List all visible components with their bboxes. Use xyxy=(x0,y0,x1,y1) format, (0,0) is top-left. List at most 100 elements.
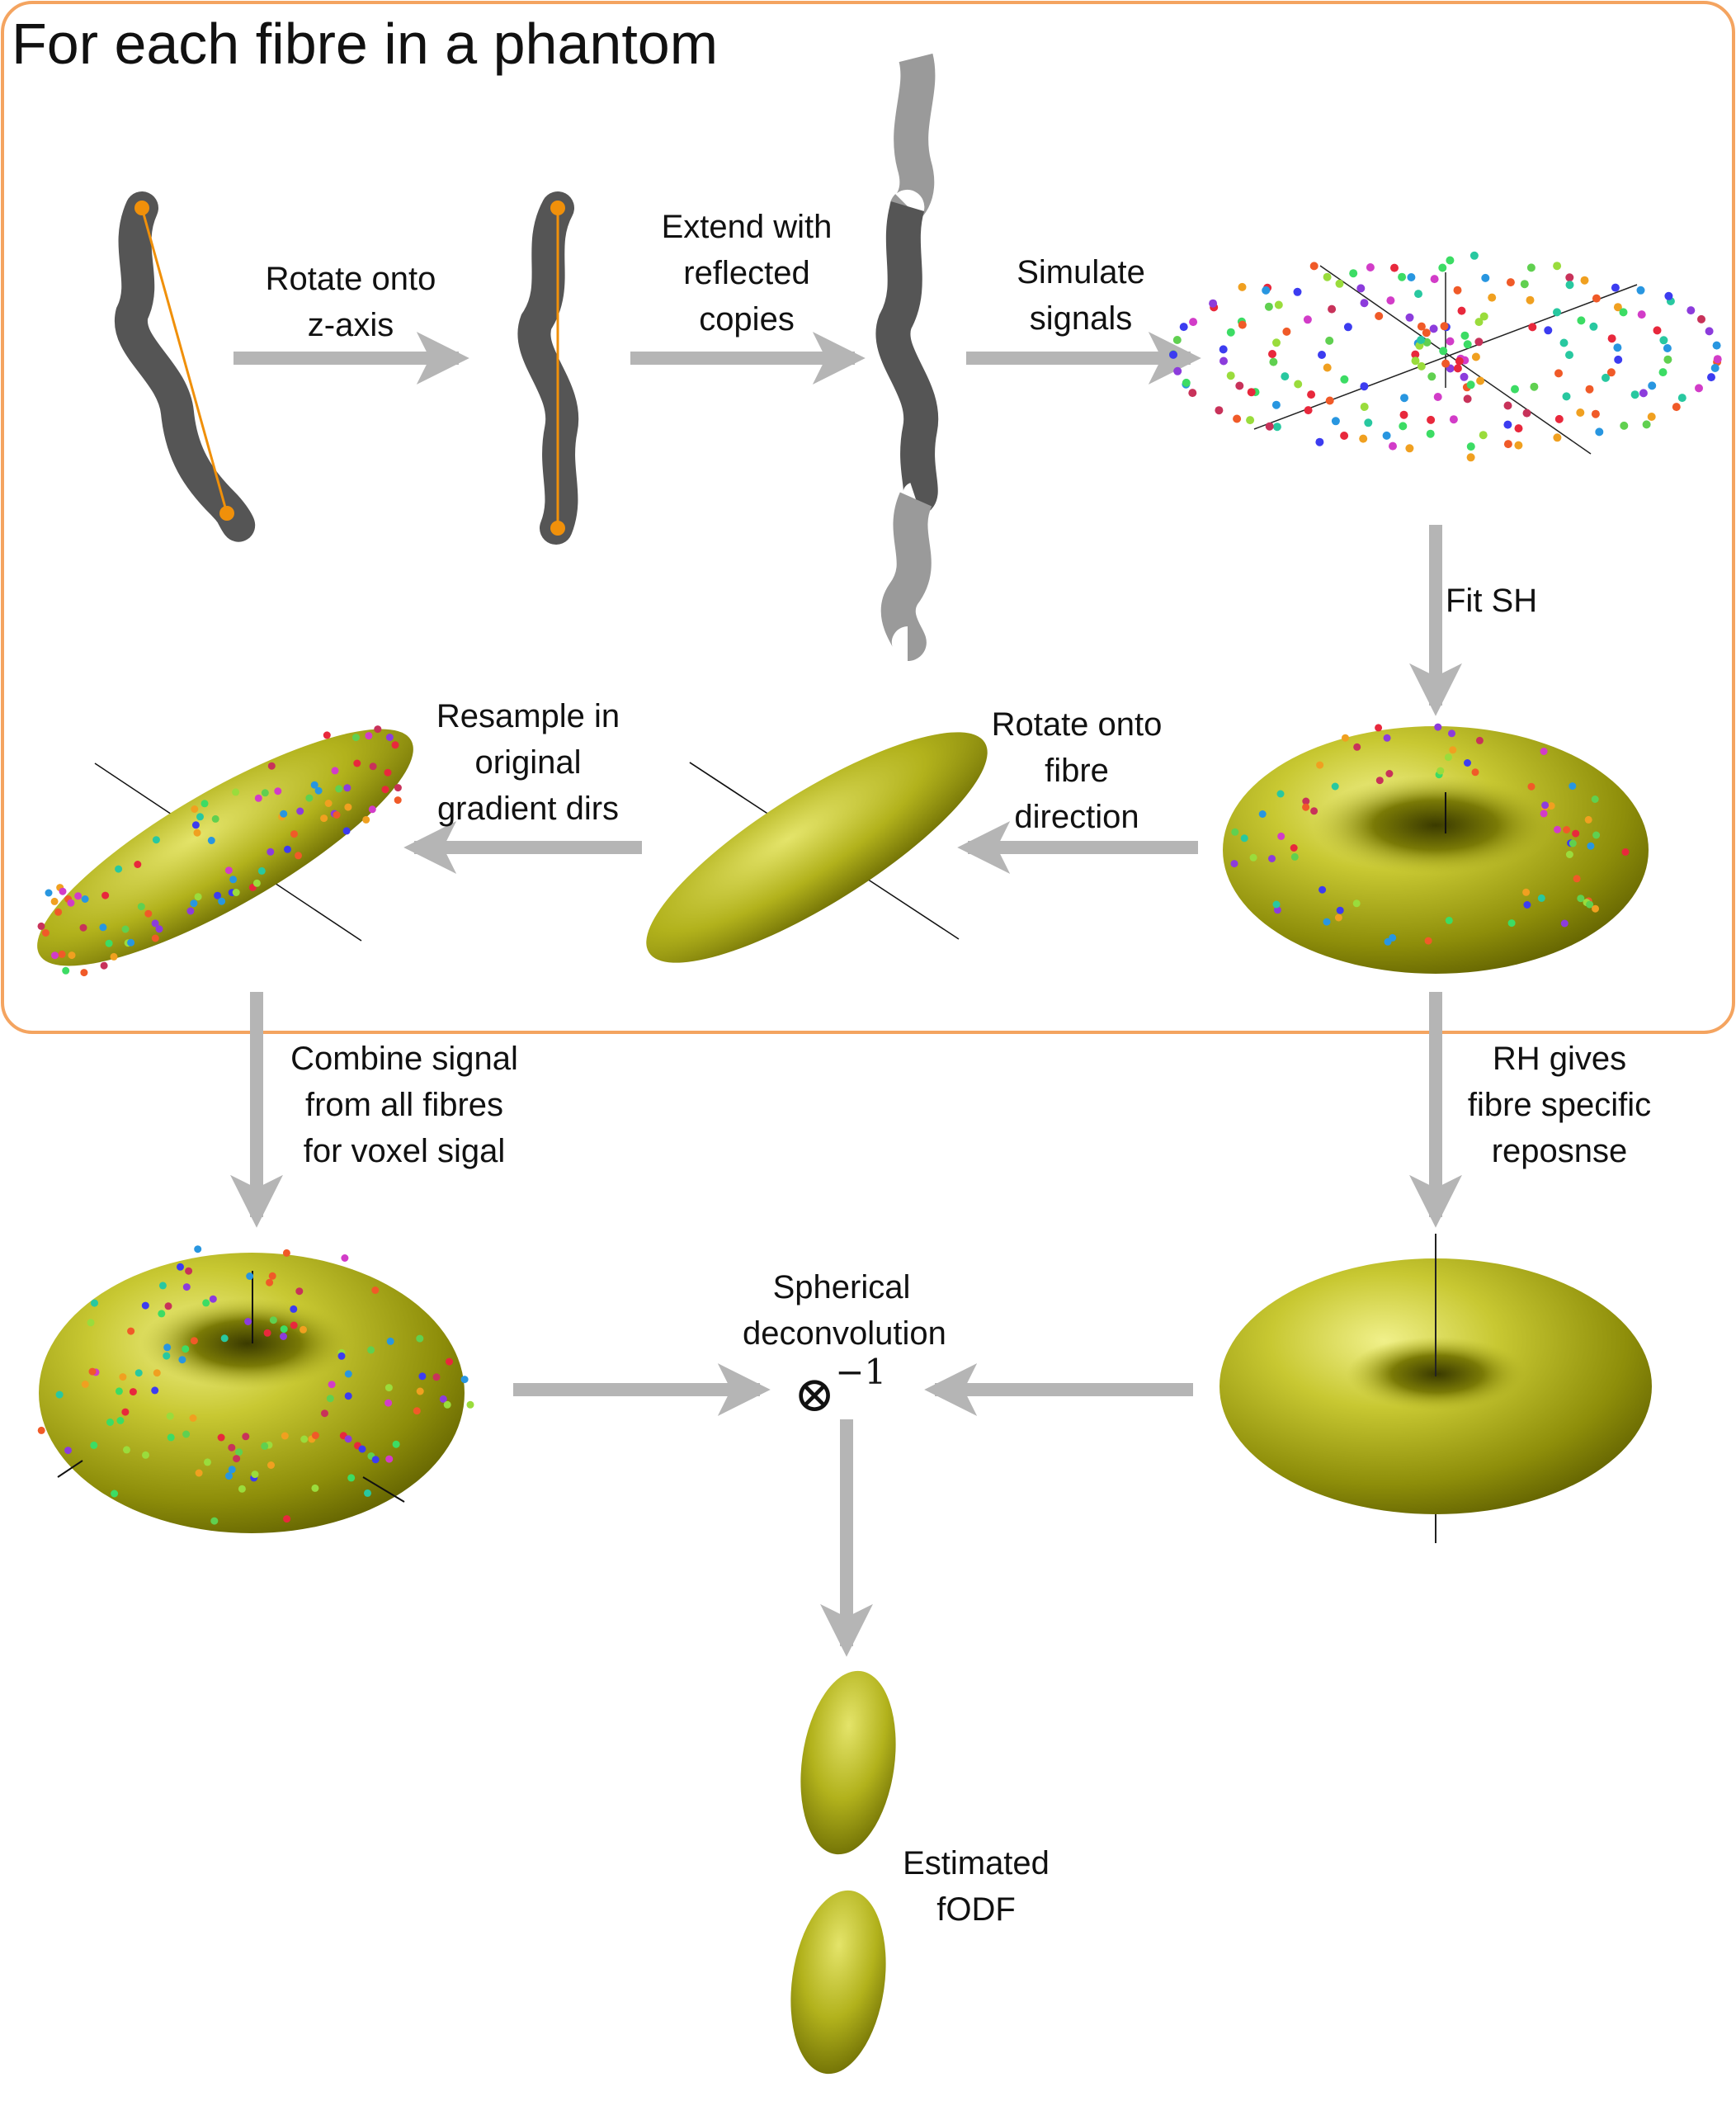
sample-point xyxy=(1238,282,1247,291)
sample-point xyxy=(328,1381,336,1389)
sample-point xyxy=(1265,422,1274,431)
sample-point xyxy=(1572,829,1580,838)
fibre-original xyxy=(115,191,256,542)
sample-point xyxy=(1647,413,1656,421)
sample-point xyxy=(1375,312,1384,320)
sample-point xyxy=(371,1286,380,1294)
sample-point xyxy=(1271,400,1281,409)
sample-point xyxy=(1469,251,1479,260)
sample-point xyxy=(267,762,276,770)
sample-point xyxy=(342,827,351,835)
sample-point xyxy=(351,734,360,742)
sample-point xyxy=(229,876,238,884)
sample-point xyxy=(1273,906,1281,914)
sample-point xyxy=(1677,394,1686,403)
sample-point xyxy=(344,1370,352,1378)
sample-point xyxy=(1360,299,1369,308)
sample-point xyxy=(1547,802,1555,810)
sample-point xyxy=(1506,278,1515,287)
sample-point xyxy=(341,1254,349,1262)
sample-point xyxy=(1591,409,1600,418)
sample-point xyxy=(1479,431,1488,440)
sample-point xyxy=(1360,403,1369,411)
sample-point xyxy=(1274,300,1283,309)
fibre-endpoint-bottom xyxy=(219,506,234,521)
sample-point xyxy=(1438,263,1447,272)
fibre-endpoint-top xyxy=(134,201,149,215)
sample-point xyxy=(1553,433,1562,442)
sample-point xyxy=(1307,390,1316,399)
sample-point xyxy=(1474,318,1484,327)
sample-point xyxy=(1364,418,1373,427)
sample-point xyxy=(1663,355,1672,364)
sample-point xyxy=(228,1443,236,1452)
sample-point xyxy=(137,903,145,911)
sample-point xyxy=(1577,895,1585,903)
sample-point xyxy=(1488,293,1497,302)
sample-point xyxy=(1226,371,1235,380)
sample-point xyxy=(1399,410,1408,419)
sample-point xyxy=(67,899,75,907)
sample-point xyxy=(64,1447,72,1455)
sample-point xyxy=(1554,414,1564,423)
sample-point xyxy=(324,800,333,807)
sample-point xyxy=(190,899,198,908)
sample-point xyxy=(105,939,113,947)
sample-point xyxy=(1424,937,1432,945)
sample-point xyxy=(261,1442,269,1450)
sample-point xyxy=(224,866,233,875)
sample-point xyxy=(1586,900,1594,909)
sample-point xyxy=(233,1455,241,1463)
sample-point xyxy=(1169,350,1177,359)
sample-point xyxy=(369,762,377,771)
sample-point xyxy=(80,969,88,977)
sample-point xyxy=(326,1395,334,1403)
sample-point xyxy=(1375,777,1384,785)
sample-point xyxy=(110,952,118,961)
sample-point xyxy=(1247,388,1256,397)
sample-point xyxy=(1560,919,1569,928)
sample-point xyxy=(1233,414,1242,423)
sample-point xyxy=(235,1448,243,1456)
sample-point xyxy=(1584,815,1592,824)
sample-point xyxy=(151,919,159,928)
simulated-signal-points xyxy=(1169,251,1722,462)
sample-point xyxy=(1553,308,1561,317)
sample-point xyxy=(439,1395,447,1403)
sample-point xyxy=(386,1337,394,1345)
sample-point xyxy=(1563,826,1571,833)
sample-point xyxy=(1453,286,1462,295)
sample-point xyxy=(263,1329,271,1337)
sample-point xyxy=(1713,355,1722,364)
combined-points xyxy=(37,1245,474,1525)
sample-point xyxy=(1595,427,1604,437)
sample-point xyxy=(394,796,402,805)
sample-point xyxy=(1309,262,1319,271)
rh-response-torus xyxy=(1219,1234,1652,1543)
sample-point xyxy=(331,767,339,775)
sample-point xyxy=(1282,327,1291,336)
sample-point xyxy=(1272,423,1281,432)
sample-point xyxy=(152,836,160,844)
sample-point xyxy=(1707,373,1715,382)
sample-point xyxy=(1559,338,1569,347)
sample-point xyxy=(127,1327,135,1335)
sample-point xyxy=(343,784,351,792)
sample-point xyxy=(62,966,70,975)
sample-point xyxy=(91,1299,98,1307)
sample-point xyxy=(1607,334,1616,343)
sample-point xyxy=(1658,368,1668,377)
sample-point xyxy=(1460,372,1469,381)
sample-point xyxy=(1407,273,1416,281)
sample-point xyxy=(353,759,361,767)
resample-points xyxy=(37,725,402,977)
sample-point xyxy=(1481,273,1490,282)
sample-point xyxy=(344,1435,352,1443)
sample-point xyxy=(1302,797,1310,805)
sample-point xyxy=(144,909,153,918)
